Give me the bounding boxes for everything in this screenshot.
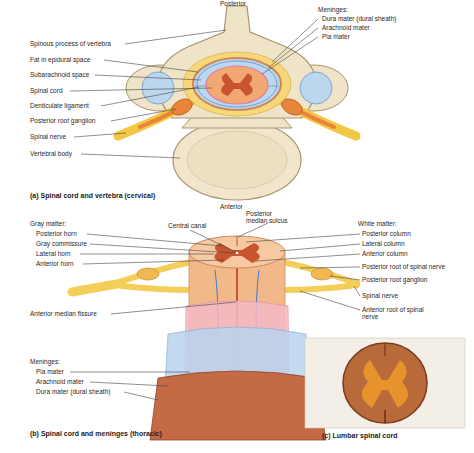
part-label: Posterior root ganglion (362, 276, 427, 283)
leader-line (256, 254, 360, 261)
panel-caption: (b) Spinal cord and meninges (thoracic) (30, 430, 162, 438)
spinal-nerve (72, 283, 122, 292)
leader-line (354, 286, 360, 296)
part-label: Gray commissure (36, 240, 87, 247)
transverse-foramen (142, 72, 174, 104)
posterior-root (282, 262, 350, 281)
anterior-median-fissure (384, 410, 386, 423)
spinal-cord (206, 66, 268, 104)
leader-line (90, 244, 235, 253)
leader-line (125, 30, 226, 44)
photo-frame (305, 338, 465, 428)
vertebral-body (173, 120, 301, 200)
part-label: Meninges: (30, 358, 60, 365)
part-label: Posterior column (362, 230, 411, 237)
part-label: Posterior (220, 0, 246, 7)
lumbar-cord-section (343, 343, 427, 423)
leader-line (83, 260, 224, 264)
spongy-bone (187, 131, 287, 189)
part-label: Spinous process of vertebra (30, 40, 111, 47)
part-label: Central canal (168, 222, 206, 229)
panel-caption: (a) Spinal cord and vertebra (cervical) (30, 192, 155, 200)
transverse-foramen (300, 72, 332, 104)
leader-line (330, 276, 360, 280)
leader-line (81, 154, 180, 158)
posterior-median-sulcus (385, 344, 386, 356)
part-label: Posterior median sulcus (246, 210, 292, 225)
part-label: Anterior horn (36, 260, 74, 267)
cord-cross-section (189, 236, 285, 268)
part-label: Lateral column (362, 240, 405, 247)
part-label: Arachnoid mater (322, 24, 370, 31)
part-label: Anterior root of spinal nerve (362, 306, 430, 321)
part-label: Spinal nerve (30, 133, 66, 140)
posterior-root (122, 262, 192, 281)
posterior-root-ganglion (311, 268, 333, 280)
part-label: Spinal nerve (362, 292, 398, 299)
leader-line (95, 75, 201, 80)
part-label: Denticulate ligament (30, 102, 89, 109)
leader-line (101, 87, 199, 106)
part-label: Vertebral body (30, 150, 72, 157)
leader-line (238, 223, 268, 237)
leader-line (272, 19, 318, 62)
denticulate-ligament (268, 86, 279, 87)
part-label: Posterior horn (36, 230, 77, 237)
vertebral-arch (158, 6, 316, 118)
spinal-nerve (350, 283, 356, 284)
central-canal (236, 252, 239, 255)
epidural-fat (183, 52, 291, 116)
part-label: Anterior median fissure (30, 310, 97, 317)
leader-line (124, 392, 158, 400)
leader-line (74, 133, 126, 137)
anterior-root (282, 286, 350, 290)
leader-line (111, 302, 236, 314)
part-label: Anterior (220, 203, 243, 210)
part-label: Pia mater (322, 33, 350, 40)
part-label: Posterior root of spinal nerve (362, 263, 445, 270)
leader-line (90, 382, 168, 386)
leader-line (80, 254, 214, 255)
leader-line (262, 37, 318, 74)
part-label: Gray matter: (30, 220, 66, 227)
part-label: Dura mater (dural sheath) (322, 15, 396, 22)
part-label: Fat in epidural space (30, 56, 90, 63)
denticulate-ligament (195, 86, 206, 87)
gray-matter (221, 73, 253, 96)
leader-line (70, 372, 190, 373)
part-label: Lateral horn (36, 250, 71, 257)
part-label: Spinal cord (30, 87, 63, 94)
posterior-median-sulcus (237, 236, 238, 246)
part-label: Dura mater (dural sheath) (36, 388, 110, 395)
leader-line (190, 230, 236, 252)
leader-line (280, 244, 360, 251)
part-label: Posterior root ganglion (30, 117, 95, 124)
panel-caption: (c) Lumbar spinal cord (322, 432, 397, 440)
part-label: Subarachnoid space (30, 71, 89, 78)
leader-line (246, 234, 360, 242)
leader-line (111, 109, 176, 121)
part-label: Meninges: (318, 6, 348, 13)
part-label: White matter: (358, 220, 397, 227)
part-label: Anterior column (362, 250, 408, 257)
part-label: Pia mater (36, 368, 64, 375)
leader-line (300, 291, 360, 310)
leader-line (104, 60, 198, 72)
dura-mater (193, 58, 281, 110)
anterior-root (122, 286, 192, 290)
part-label: Arachnoid mater (36, 378, 84, 385)
dura-mater (150, 371, 326, 440)
lumbar-gray-matter (362, 360, 408, 408)
leader-line (300, 267, 360, 268)
posterior-root-ganglion (137, 268, 159, 280)
arachnoid-mater (197, 61, 277, 107)
leader-line (268, 28, 318, 68)
